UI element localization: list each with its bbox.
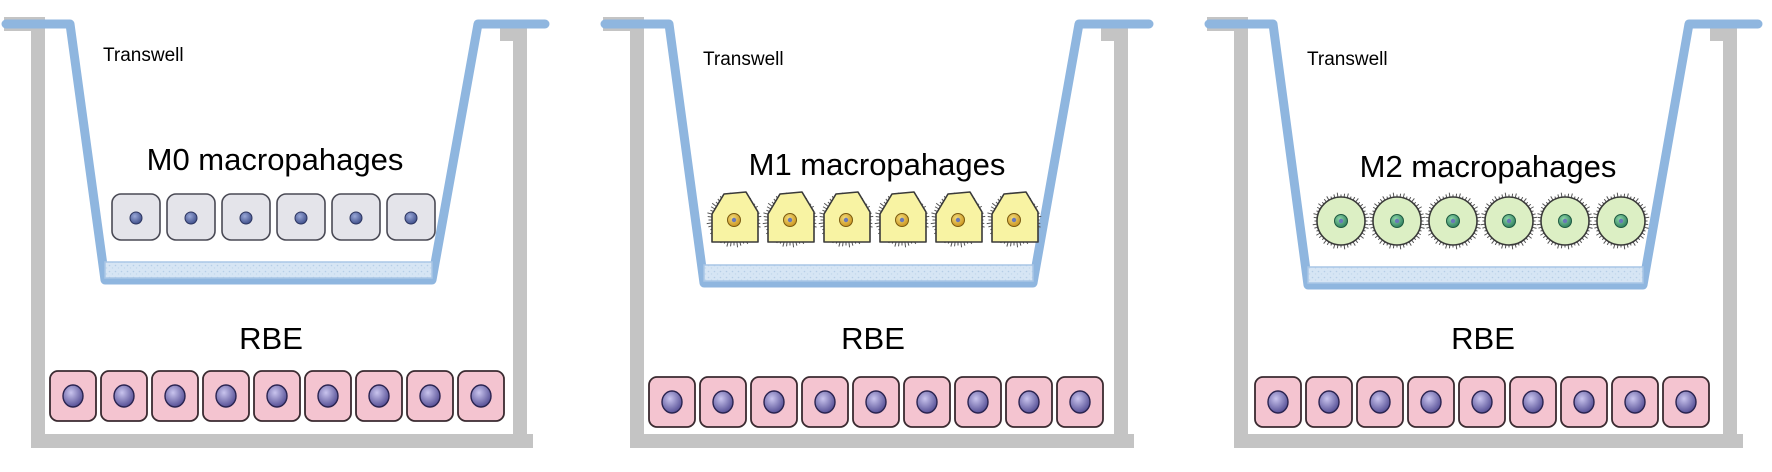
rbe-cell [1407, 376, 1455, 428]
rbe-cell [355, 370, 403, 422]
panel-m2: Transwell M2 macropahages RBE [1204, 17, 1763, 448]
macrophage-cell-m0 [386, 193, 436, 241]
rbe-cell-row [648, 376, 1104, 428]
macrophage-label: M0 macropahages [147, 142, 404, 177]
macrophage-cell-m0 [331, 193, 381, 241]
macrophage-cell-m0 [111, 193, 161, 241]
macrophage-cell-m1 [930, 191, 986, 248]
rbe-cell [1056, 376, 1104, 428]
rbe-label: RBE [1451, 321, 1515, 356]
rbe-label: RBE [239, 321, 303, 356]
rbe-cell [304, 370, 352, 422]
transwell-membrane [1307, 266, 1644, 284]
macrophage-label: M1 macropahages [749, 147, 1006, 182]
rbe-cell [954, 376, 1002, 428]
macrophage-cell-m2 [1368, 192, 1426, 250]
macrophage-cell-m2 [1312, 192, 1370, 250]
macrophage-row [1312, 192, 1650, 250]
macrophage-cell-m1 [762, 191, 818, 248]
rbe-cell [1458, 376, 1506, 428]
transwell-insert [1204, 19, 1763, 290]
transwell-insert [1, 19, 550, 285]
rbe-cell-row [1254, 376, 1710, 428]
macrophage-cell-m2 [1536, 192, 1594, 250]
rbe-cell [1662, 376, 1710, 428]
macrophage-label: M2 macropahages [1360, 149, 1617, 184]
macrophage-cell-m2 [1424, 192, 1482, 250]
transwell-membrane [104, 261, 433, 279]
macrophage-cell-m2 [1592, 192, 1650, 250]
transwell-label: Transwell [103, 45, 184, 66]
rbe-cell [253, 370, 301, 422]
rbe-cell [648, 376, 696, 428]
transwell-label: Transwell [1307, 49, 1388, 70]
macrophage-row [706, 191, 1042, 248]
rbe-cell [699, 376, 747, 428]
macrophage-cell-m0 [276, 193, 326, 241]
rbe-cell [406, 370, 454, 422]
rbe-label: RBE [841, 321, 905, 356]
rbe-cell [852, 376, 900, 428]
macrophage-cell-m0 [166, 193, 216, 241]
macrophage-row [111, 193, 436, 241]
transwell-insert [600, 19, 1154, 288]
rbe-cell-row [49, 370, 505, 422]
macrophage-cell-m1 [874, 191, 930, 248]
rbe-cell [1356, 376, 1404, 428]
rbe-cell [202, 370, 250, 422]
rbe-cell [457, 370, 505, 422]
transwell-label: Transwell [703, 49, 784, 70]
rbe-cell [801, 376, 849, 428]
rbe-cell [1560, 376, 1608, 428]
macrophage-cell-m2 [1480, 192, 1538, 250]
rbe-cell [151, 370, 199, 422]
macrophage-cell-m1 [706, 191, 762, 248]
rbe-cell [903, 376, 951, 428]
rbe-cell [1611, 376, 1659, 428]
rbe-cell [1509, 376, 1557, 428]
rbe-cell [750, 376, 798, 428]
transwell-membrane [703, 264, 1034, 282]
macrophage-cell-m0 [221, 193, 271, 241]
macrophage-cell-m1 [818, 191, 874, 248]
panel-m0: Transwell M0 macropahages RBE [1, 17, 550, 448]
rbe-cell [1254, 376, 1302, 428]
rbe-cell [100, 370, 148, 422]
rbe-cell [49, 370, 97, 422]
rbe-cell [1305, 376, 1353, 428]
macrophage-cell-m1 [986, 191, 1042, 248]
panel-m1: Transwell M1 macropahages RBE [600, 17, 1154, 448]
rbe-cell [1005, 376, 1053, 428]
